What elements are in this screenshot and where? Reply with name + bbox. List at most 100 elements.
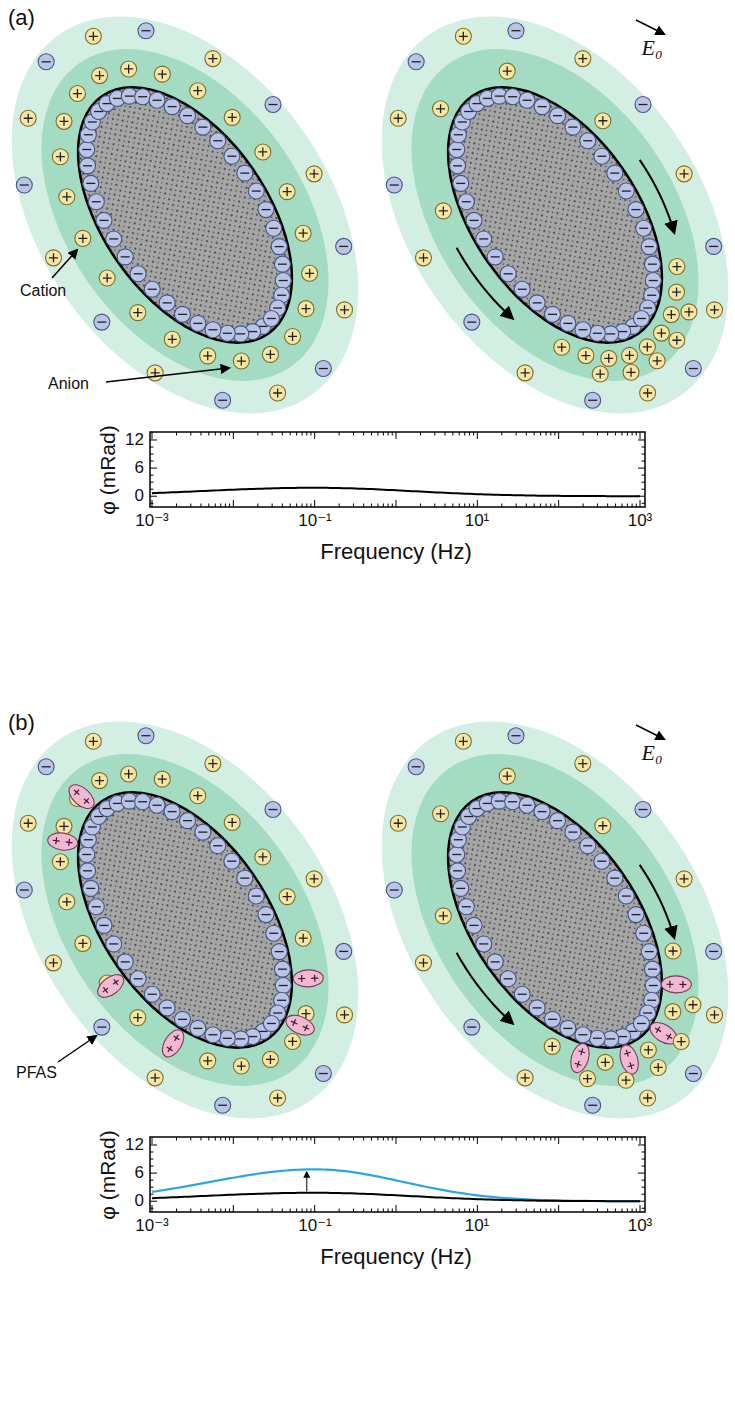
anion-symbol xyxy=(16,177,32,193)
illustration-part xyxy=(240,877,249,878)
illustration-part xyxy=(636,925,652,941)
illustration-part xyxy=(454,134,463,135)
illustration-part xyxy=(665,1004,681,1020)
illustration-part xyxy=(130,1010,146,1026)
illustration-part xyxy=(290,1018,299,1027)
illustration-part xyxy=(464,1019,480,1035)
illustration-part xyxy=(224,109,240,125)
stern-layer xyxy=(0,701,388,1139)
illustration-part xyxy=(669,259,685,275)
illustration-part xyxy=(237,165,253,181)
panel-label: (a) xyxy=(8,6,35,30)
label-holder: 10⁻³ xyxy=(135,512,169,531)
illustration-part xyxy=(707,302,723,318)
cation-symbol xyxy=(270,1090,286,1106)
illustration-part xyxy=(84,839,93,840)
anion-symbol xyxy=(130,266,146,282)
anion-symbol xyxy=(685,1066,701,1082)
illustration-part xyxy=(174,1011,190,1027)
illustration-part xyxy=(274,961,290,977)
illustration-part xyxy=(106,936,122,952)
illustration-part xyxy=(688,1000,697,1009)
illustration-part xyxy=(62,897,71,906)
illustration-part xyxy=(534,99,550,115)
illustration-part xyxy=(49,958,58,967)
illustration-part xyxy=(150,1187,645,1188)
illustration-part xyxy=(83,870,92,871)
illustration-part xyxy=(288,1037,297,1046)
illustration-part xyxy=(150,503,645,504)
cation-symbol xyxy=(707,1007,723,1023)
illustration-part xyxy=(117,249,133,265)
illustration-part xyxy=(629,326,638,327)
illustration-part xyxy=(240,172,249,173)
illustration-part xyxy=(487,954,503,970)
illustration-part xyxy=(469,432,470,507)
illustration-part xyxy=(158,775,167,784)
illustration-part xyxy=(640,1042,656,1058)
cation-symbol xyxy=(669,259,685,275)
illustration-part xyxy=(529,295,545,311)
grain-core xyxy=(35,49,336,381)
illustration-part xyxy=(459,1137,460,1212)
illustration-part xyxy=(205,322,221,338)
illustration-part xyxy=(290,1137,291,1212)
anion-symbol xyxy=(135,794,151,810)
cation-symbol xyxy=(435,203,451,219)
illustration-part xyxy=(390,184,399,185)
illustration-part xyxy=(56,152,65,161)
illustration-part xyxy=(643,342,652,351)
anion-symbol xyxy=(83,880,99,896)
illustration-part xyxy=(208,329,217,330)
illustration-part xyxy=(353,432,354,507)
illustration-part xyxy=(622,347,638,363)
anion-symbol xyxy=(248,183,264,199)
illustration-part xyxy=(259,326,268,327)
cation-symbol xyxy=(639,339,655,355)
illustration-part xyxy=(302,304,311,313)
illustration-part xyxy=(133,1013,142,1022)
label-holder: PFAS xyxy=(16,1064,57,1082)
illustration-part xyxy=(638,809,647,810)
anion-symbol xyxy=(466,917,482,933)
cation-symbol xyxy=(285,1033,301,1049)
illustration-part xyxy=(154,66,170,82)
anion-symbol xyxy=(210,838,226,854)
anion-symbol xyxy=(205,1027,221,1043)
axis-title: Frequency (Hz) xyxy=(320,540,472,564)
illustration-part xyxy=(436,809,445,818)
illustration-part xyxy=(483,98,492,99)
illustration-part xyxy=(150,1152,645,1153)
illustration-part xyxy=(255,849,271,865)
illustration-part xyxy=(150,1173,645,1174)
anion-symbol xyxy=(476,231,492,247)
field-symbol: E₀ xyxy=(641,741,662,765)
anion-symbol xyxy=(500,971,516,987)
illustration-part xyxy=(84,134,93,135)
illustration-part xyxy=(101,985,111,995)
illustration-part xyxy=(433,101,449,117)
illustration-part xyxy=(59,894,75,910)
cation-symbol xyxy=(270,385,286,401)
illustration-part xyxy=(153,100,162,101)
illustration-part xyxy=(629,1031,638,1032)
illustration-part xyxy=(548,1019,557,1020)
illustration-part xyxy=(210,838,226,854)
cation-symbol xyxy=(164,331,180,347)
illustration-part xyxy=(434,432,435,507)
grain-core xyxy=(405,754,706,1086)
illustration-part xyxy=(583,845,592,846)
illustration-part xyxy=(596,370,605,379)
tick-label: 10³ xyxy=(628,512,653,531)
illustration-part xyxy=(553,115,562,116)
illustration-part xyxy=(205,756,221,772)
cation-symbol xyxy=(205,756,221,772)
illustration-part xyxy=(147,1070,163,1086)
illustration-part xyxy=(517,1070,533,1086)
illustration-part xyxy=(521,368,530,377)
illustration-part xyxy=(148,289,157,290)
illustration-part xyxy=(88,194,104,210)
cation-symbol xyxy=(154,771,170,787)
cation-symbol xyxy=(130,1010,146,1026)
cation-symbol xyxy=(618,1072,634,1088)
